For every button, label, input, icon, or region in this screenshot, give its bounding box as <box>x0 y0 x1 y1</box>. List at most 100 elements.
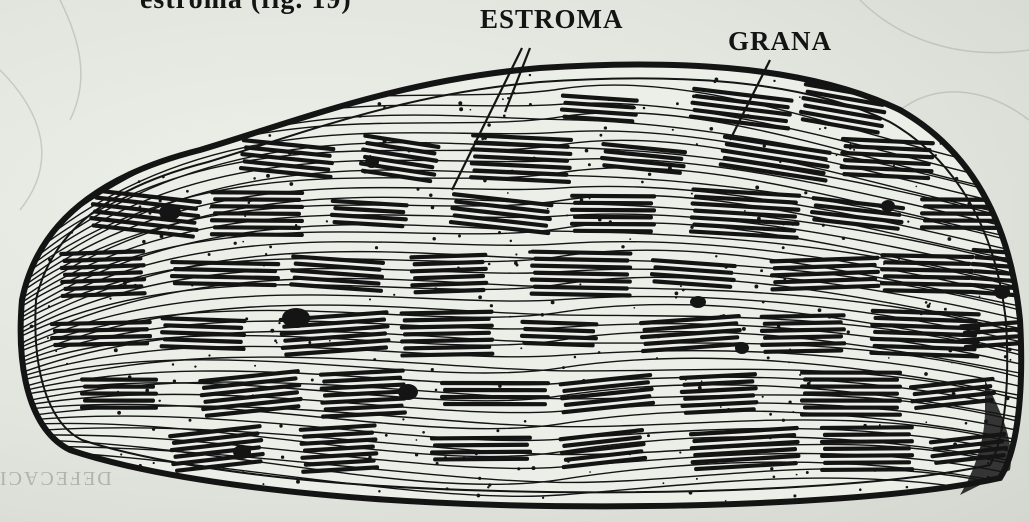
thylakoid-disc <box>820 439 914 444</box>
stipple-dot <box>120 453 122 455</box>
stipple-dot <box>940 143 942 145</box>
stipple-dot <box>383 139 387 143</box>
stipple-dot <box>490 304 493 307</box>
stipple-dot <box>924 372 928 376</box>
stipple-dot <box>715 255 717 257</box>
stipple-dot <box>641 181 644 184</box>
thylakoid-disc <box>570 194 656 199</box>
stipple-dot <box>416 188 419 191</box>
stipple-dot <box>742 327 746 331</box>
stipple-dot <box>903 276 905 278</box>
stipple-dot <box>775 111 777 113</box>
stipple-dot <box>42 435 44 437</box>
stipple-dot <box>766 350 769 353</box>
stipple-dot <box>991 105 995 109</box>
stipple-dot <box>789 348 791 350</box>
stipple-dot <box>762 396 764 398</box>
stipple-dot <box>689 491 693 495</box>
stipple-dot <box>139 264 143 268</box>
thylakoid-disc <box>80 405 158 409</box>
stipple-dot <box>720 406 722 408</box>
stipple-dot <box>643 107 646 110</box>
stipple-dot <box>953 442 957 446</box>
stipple-dot <box>668 166 672 170</box>
stipple-dot <box>311 379 314 382</box>
stipple-dot <box>675 292 679 296</box>
stipple-dot <box>383 106 386 109</box>
stipple-dot <box>333 433 337 437</box>
thylakoid-disc <box>923 218 995 223</box>
stipple-dot <box>327 175 330 178</box>
stipple-dot <box>542 497 544 499</box>
stipple-dot <box>75 182 78 185</box>
thylakoid-disc <box>800 384 902 388</box>
thylakoid-disc <box>920 225 998 230</box>
stipple-dot <box>173 379 176 382</box>
stipple-dot <box>209 380 213 384</box>
stipple-dot <box>762 301 765 304</box>
stipple-dot <box>952 392 956 396</box>
stipple-dot <box>268 134 271 137</box>
stipple-dot <box>634 106 636 108</box>
stipple-dot <box>819 128 821 130</box>
stipple-dot <box>793 494 796 497</box>
stipple-dot <box>934 120 937 123</box>
stipple-dot <box>869 83 871 85</box>
thylakoid-disc <box>800 398 902 402</box>
stipple-dot <box>431 206 435 210</box>
stipple-dot <box>806 505 808 507</box>
stipple-dot <box>898 258 900 260</box>
stipple-dot <box>770 467 773 470</box>
stipple-dot <box>836 154 838 156</box>
stipple-dot <box>980 264 982 266</box>
thylakoid-disc <box>820 425 914 430</box>
stipple-dot <box>779 161 781 163</box>
stipple-dot <box>431 368 434 371</box>
stipple-dot <box>329 340 331 342</box>
stipple-dot <box>796 474 798 476</box>
stipple-dot <box>799 96 801 98</box>
stipple-dot <box>906 486 909 489</box>
stipple-dot <box>776 98 779 101</box>
stipple-dot <box>883 263 885 265</box>
stipple-dot <box>879 424 881 426</box>
stipple-dot <box>818 308 822 312</box>
stipple-dot <box>850 143 852 145</box>
stipple-dot <box>672 129 674 131</box>
stipple-dot <box>378 102 382 106</box>
stipple-dot <box>705 345 708 348</box>
stipple-dot <box>807 382 811 386</box>
stipple-dot <box>509 316 511 318</box>
stipple-dot <box>143 121 145 123</box>
stipple-dot <box>289 405 293 409</box>
stipple-dot <box>551 300 555 304</box>
stipple-dot <box>369 298 371 300</box>
stipple-dot <box>691 193 693 195</box>
stipple-dot <box>145 389 149 393</box>
stipple-dot <box>152 74 155 77</box>
stipple-dot <box>26 252 29 255</box>
estroma-label: ESTROMA <box>480 4 624 35</box>
stipple-dot <box>853 149 855 151</box>
stipple-dot <box>566 214 568 216</box>
stipple-dot <box>787 330 789 332</box>
stipple-dot <box>709 127 713 131</box>
stipple-dot <box>56 84 60 88</box>
stipple-dot <box>951 362 953 364</box>
stipple-dot <box>208 354 210 356</box>
stipple-dot <box>981 337 983 339</box>
stipple-dot <box>773 80 775 82</box>
stipple-dot <box>987 137 990 140</box>
stipple-dot <box>496 429 499 432</box>
stipple-dot <box>142 240 146 244</box>
stipple-dot <box>354 313 357 316</box>
stipple-dot <box>994 147 996 149</box>
stipple-dot <box>263 264 266 267</box>
thylakoid-disc <box>820 453 914 458</box>
stipple-dot <box>266 269 269 272</box>
stipple-dot <box>1008 348 1012 352</box>
stipple-dot <box>997 230 1000 233</box>
stipple-dot <box>662 482 664 484</box>
stipple-dot <box>66 363 68 365</box>
stipple-dot <box>547 208 549 210</box>
